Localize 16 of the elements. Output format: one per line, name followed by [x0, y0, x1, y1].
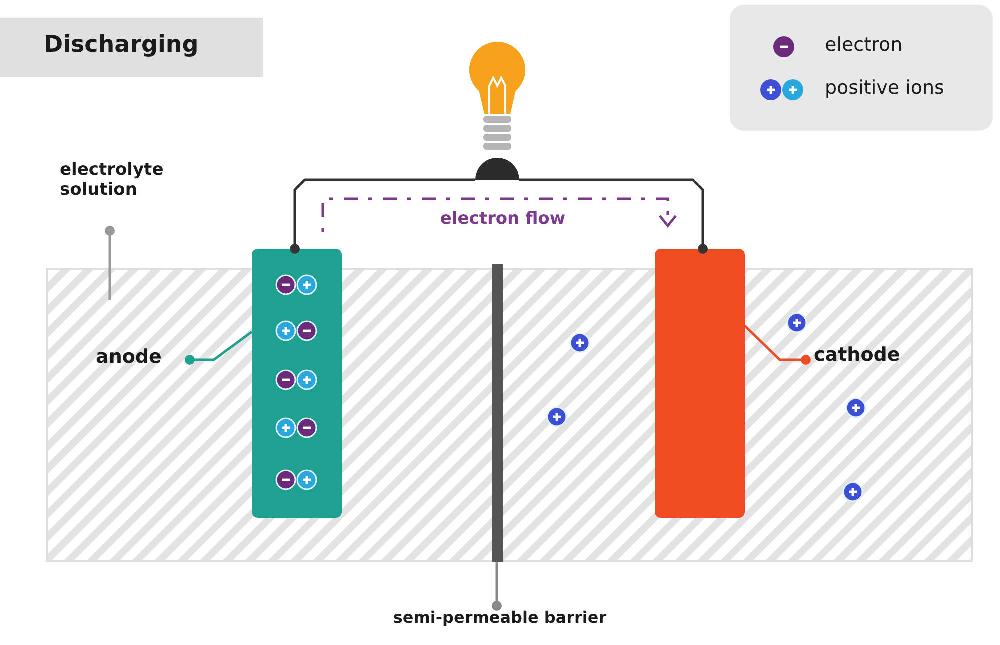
flow-label: electron flow — [439, 209, 567, 229]
part-label: electrolyte solution — [60, 160, 180, 201]
part-label: cathode — [814, 344, 926, 367]
barrier-bar — [492, 264, 503, 562]
leader-line — [185, 331, 253, 365]
title-banner: Discharging — [0, 18, 263, 77]
leader-line — [492, 562, 502, 611]
legend-label: positive ions — [825, 77, 944, 99]
wire — [519, 178, 708, 254]
wire — [290, 178, 475, 254]
legend-label: electron — [825, 34, 903, 56]
cathode-electrode — [655, 249, 745, 518]
leader-line — [744, 325, 811, 365]
part-label: semi-permeable barrier — [370, 608, 630, 628]
part-label: anode — [96, 346, 182, 369]
leader-line — [105, 226, 115, 300]
